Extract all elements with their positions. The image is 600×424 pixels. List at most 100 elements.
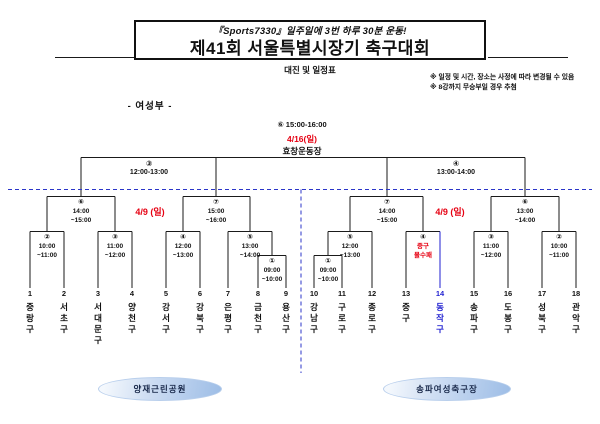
match-start: 14:00 — [378, 208, 396, 215]
team-number: 15 — [469, 289, 479, 298]
match-start: 10:00 — [550, 243, 568, 250]
team-column: 18 관악구 — [564, 289, 588, 335]
match-start: 13:00 — [241, 243, 259, 250]
match-start: 12:00 — [341, 243, 359, 250]
quarterfinal-label: ⑥ 14:00 ~15:00 — [61, 198, 101, 225]
venue-oval-right: 송파여성축구장 — [383, 377, 511, 401]
round1-match-label: ⑤ 12:00 ~13:00 — [330, 233, 370, 260]
team-name: 구로구 — [338, 302, 346, 334]
team-number: 1 — [27, 289, 33, 298]
team-name: 용산구 — [282, 302, 290, 334]
match-start: 12:00 — [174, 243, 192, 250]
team-column: 1 중랑구 — [18, 289, 42, 335]
team-number: 6 — [197, 289, 203, 298]
match-number: ③ — [112, 234, 118, 241]
title-box — [134, 20, 486, 60]
team-column: 9 용산구 — [274, 289, 298, 335]
team-column: 8 금천구 — [246, 289, 270, 335]
match-start: 11:00 — [106, 243, 124, 250]
match-start: 10:00 — [38, 243, 56, 250]
round1-match-label: ② 10:00 ~11:00 — [539, 233, 579, 260]
match-start: 14:00 — [72, 208, 90, 215]
semifinal-right-label: ④ 13:00-14:00 — [421, 159, 491, 177]
final-match-number: ⑥ — [277, 120, 284, 129]
team-name: 강북구 — [196, 302, 204, 334]
team-name: 도봉구 — [504, 302, 512, 334]
match-start: 09:00 — [263, 267, 281, 274]
match-number: ① — [269, 258, 275, 265]
team-name: 동작구 — [436, 302, 444, 334]
match-end: ~10:00 — [317, 276, 339, 283]
match-number: ② — [556, 234, 562, 241]
final-match-label: ⑥ 15:00-16:00 — [257, 120, 347, 129]
match-number: ③ — [145, 159, 153, 168]
team-name: 관악구 — [572, 302, 580, 334]
team-column: 12 종로구 — [360, 289, 384, 335]
match-start: 13:00 — [516, 208, 534, 215]
final-match-time: 15:00-16:00 — [285, 120, 327, 129]
match-end: ~14:00 — [239, 252, 261, 259]
slogan: 『Sports7330』일주일에 3번 하루 30분 운동! — [213, 26, 407, 37]
team-number: 3 — [95, 289, 101, 298]
schedule-subtitle: 대진 및 일정표 — [284, 65, 336, 75]
team-name: 중랑구 — [26, 302, 34, 334]
team-name: 종로구 — [368, 302, 376, 334]
match-end: ~11:00 — [36, 252, 58, 259]
note-line-2: ※ 8강까지 무승부일 경우 추첨 — [430, 84, 517, 91]
team-number: 16 — [503, 289, 513, 298]
match-number: ③ — [488, 234, 494, 241]
team-name: 강서구 — [162, 302, 170, 334]
round-date-right: 4/9 (일) — [435, 207, 465, 217]
team-column: 4 양천구 — [120, 289, 144, 335]
team-name: 은평구 — [224, 302, 232, 334]
match-number: ⑤ — [247, 234, 253, 241]
match-start: 11:00 — [482, 243, 500, 250]
team-number: 12 — [367, 289, 377, 298]
match-end: ~12:00 — [480, 252, 502, 259]
team-number: 11 — [338, 289, 346, 298]
round1-match-label: ③ 11:00 ~12:00 — [471, 233, 511, 260]
team-number: 18 — [571, 289, 581, 298]
team-name: 중구 — [402, 302, 410, 323]
playin-match-label: ① 09:00 ~10:00 — [308, 257, 348, 284]
final-venue: 효창운동장 — [262, 145, 342, 157]
page-title: 제41회 서울특별시장기 축구대회 — [189, 39, 431, 58]
semifinal-left-label: ③ 12:00-13:00 — [114, 159, 184, 177]
round1-match-label: ② 10:00 ~11:00 — [27, 233, 67, 260]
match-number: ⑦ — [213, 199, 219, 206]
match-start: 15:00 — [207, 208, 225, 215]
final-date: 4/16(일) — [286, 134, 318, 144]
match-end: ~15:00 — [376, 217, 398, 224]
team-number: 4 — [129, 289, 135, 298]
forfeit-team: 중구 — [417, 243, 429, 250]
round1-forfeit-label: ④ 중구 몰수패 — [403, 233, 443, 260]
match-end: ~12:00 — [104, 252, 126, 259]
venue-divider-dashed — [8, 188, 592, 373]
round1-match-label: ⑤ 13:00 ~14:00 — [230, 233, 270, 260]
match-number: ② — [44, 234, 50, 241]
team-number: 8 — [255, 289, 261, 298]
match-number: ④ — [452, 159, 460, 168]
match-start: 09:00 — [319, 267, 337, 274]
match-end: ~14:00 — [514, 217, 536, 224]
round1-match-label: ④ 12:00 ~13:00 — [163, 233, 203, 260]
match-number: ⑤ — [347, 234, 353, 241]
team-name: 양천구 — [128, 302, 136, 334]
team-name: 금천구 — [254, 302, 262, 334]
team-column: 11 구로구 — [330, 289, 354, 335]
quarterfinal-label: ⑦ 15:00 ~16:00 — [196, 198, 236, 225]
team-column: 16 도봉구 — [496, 289, 520, 335]
team-name: 강남구 — [310, 302, 318, 334]
team-number: 9 — [283, 289, 289, 298]
team-number: 13 — [401, 289, 411, 298]
match-end: ~11:00 — [548, 252, 570, 259]
round1-match-label: ③ 11:00 ~12:00 — [95, 233, 135, 260]
quarterfinal-label: ⑥ 13:00 ~14:00 — [505, 198, 545, 225]
match-number: ⑥ — [522, 199, 528, 206]
